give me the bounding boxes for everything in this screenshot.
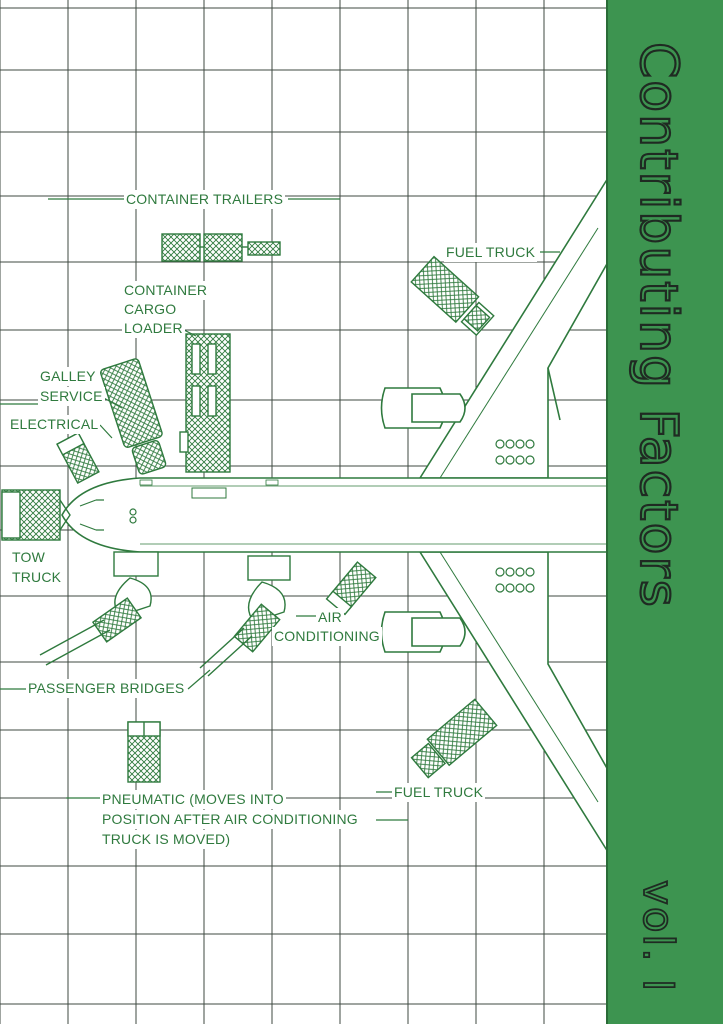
container-trailers bbox=[161, 233, 281, 262]
airplane-outline bbox=[61, 175, 609, 855]
air-conditioning-truck bbox=[325, 561, 377, 616]
title-band bbox=[608, 0, 723, 1024]
spine-edge bbox=[606, 0, 609, 1024]
fuel-truck-top bbox=[410, 255, 495, 337]
galley-service-truck bbox=[100, 358, 167, 475]
tow-truck bbox=[1, 489, 71, 541]
label-container-cargo-loader-line2: CARGO bbox=[122, 300, 179, 319]
label-fuel-truck-top: FUEL TRUCK bbox=[444, 243, 538, 262]
leader-lines bbox=[0, 198, 560, 821]
container-cargo-loader bbox=[179, 333, 231, 473]
passenger-bridge-fwd bbox=[39, 551, 159, 666]
label-fuel-truck-bottom: FUEL TRUCK bbox=[392, 783, 486, 802]
label-air-conditioning-line2: CONDITIONING bbox=[272, 627, 382, 646]
label-galley-service-line2: SERVICE bbox=[38, 387, 105, 406]
label-tow-truck-line1: TOW bbox=[10, 548, 48, 567]
label-electrical: ELECTRICAL bbox=[8, 415, 101, 434]
label-passenger-bridges: PASSENGER BRIDGES bbox=[26, 679, 187, 698]
volume-label: vol. I bbox=[633, 879, 684, 994]
label-container-cargo-loader-line1: CONTAINER bbox=[122, 281, 210, 300]
cover-title: Contributing Factors bbox=[627, 41, 689, 610]
label-tow-truck-line2: TRUCK bbox=[10, 568, 64, 587]
label-pneumatic-line1: PNEUMATIC (MOVES INTO bbox=[100, 790, 286, 809]
label-container-trailers: CONTAINER TRAILERS bbox=[124, 190, 286, 209]
label-air-conditioning-line1: AIR bbox=[316, 608, 344, 627]
label-pneumatic-line2: POSITION AFTER AIR CONDITIONING bbox=[100, 810, 360, 829]
fuel-truck-bottom bbox=[410, 698, 498, 779]
pneumatic-truck bbox=[127, 721, 161, 783]
electrical-truck bbox=[56, 431, 100, 485]
label-pneumatic-line3: TRUCK IS MOVED) bbox=[100, 830, 233, 849]
label-galley-service-line1: GALLEY bbox=[38, 367, 98, 386]
passenger-bridge-aft bbox=[199, 555, 291, 677]
label-container-cargo-loader-line3: LOADER bbox=[122, 319, 185, 338]
